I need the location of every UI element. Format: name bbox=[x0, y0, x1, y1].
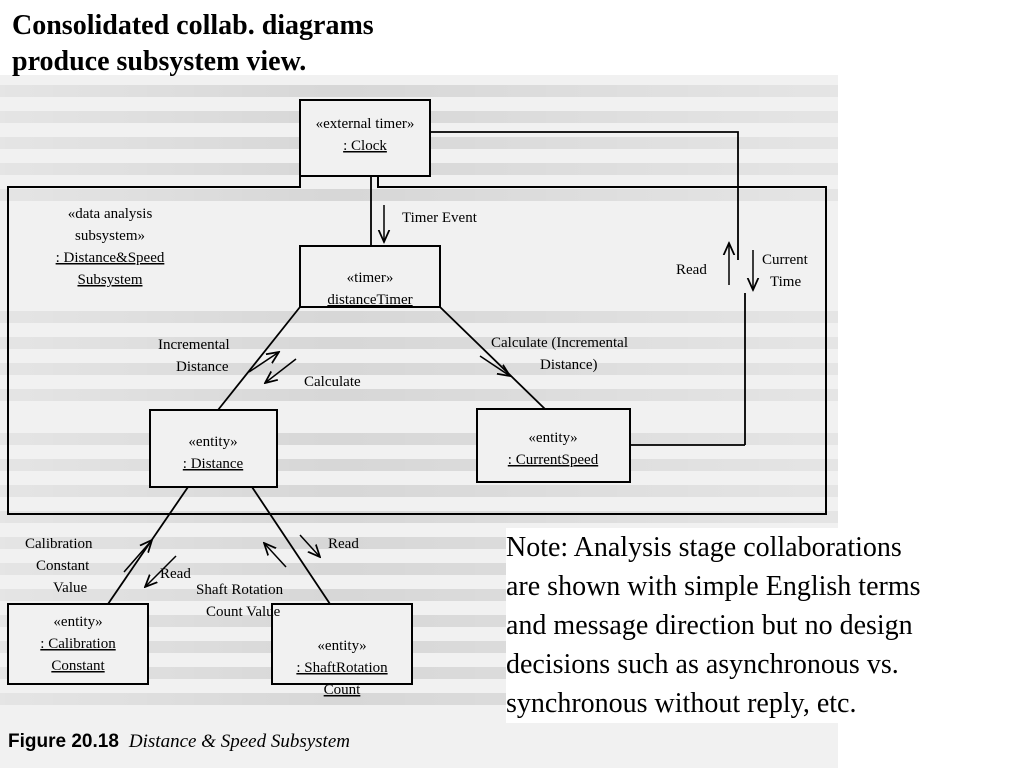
calibration-name-2: Constant bbox=[51, 658, 105, 674]
timer-stereotype: «timer» bbox=[347, 270, 394, 286]
figure-label: Figure 20.18 bbox=[8, 731, 119, 752]
figure-caption: Figure 20.18 Distance & Speed Subsystem bbox=[8, 731, 350, 753]
calibration-stereotype: «entity» bbox=[53, 614, 102, 630]
timer-event-label: Timer Event bbox=[402, 210, 478, 226]
timer-box bbox=[299, 245, 441, 308]
calculate-incremental-label-1: Calculate (Incremental bbox=[491, 335, 628, 351]
subsystem-name-2: Subsystem bbox=[77, 272, 142, 288]
calibration-value-label-3: Value bbox=[53, 580, 87, 596]
note-line-2: are shown with simple English terms bbox=[506, 571, 921, 602]
shaft-count-value-label-2: Count Value bbox=[206, 604, 281, 620]
read-calibration-arrow bbox=[145, 555, 177, 587]
subsystem-boundary bbox=[7, 175, 827, 515]
clock-box bbox=[299, 99, 431, 177]
read-label-3: Read bbox=[328, 536, 359, 552]
calculate-incremental-arrow bbox=[479, 355, 510, 376]
read-shaftcount-arrow bbox=[299, 534, 320, 557]
clock-connector bbox=[430, 131, 739, 260]
currentspeed-stereotype: «entity» bbox=[528, 430, 577, 446]
subsystem-stereotype-2: subsystem» bbox=[75, 228, 145, 244]
note-line-5: synchronous without reply, etc. bbox=[506, 688, 857, 719]
current-time-label-2: Time bbox=[770, 274, 801, 290]
incremental-distance-arrow bbox=[248, 352, 279, 373]
shaftcount-name-1: : ShaftRotation bbox=[296, 660, 388, 676]
title-line-1: Consolidated collab. diagrams bbox=[12, 10, 374, 41]
slide-title: Consolidated collab. diagrams produce su… bbox=[12, 8, 482, 80]
note-line-3: and message direction but no design bbox=[506, 610, 913, 641]
distance-name: : Distance bbox=[183, 456, 244, 472]
note-line-1: Note: Analysis stage collaborations bbox=[506, 532, 902, 563]
read-label-2: Read bbox=[160, 566, 191, 582]
calibration-value-label-2: Constant bbox=[36, 558, 90, 574]
current-time-label-1: Current bbox=[762, 252, 809, 268]
link-timer-currentspeed bbox=[439, 306, 546, 410]
currentspeed-name: : CurrentSpeed bbox=[508, 452, 599, 468]
shaftcount-stereotype: «entity» bbox=[317, 638, 366, 654]
note-line-4: decisions such as asynchronous vs. bbox=[506, 649, 899, 680]
calibration-value-label-1: Calibration bbox=[25, 536, 93, 552]
link-distance-shaftcount bbox=[251, 486, 331, 605]
subsystem-name-1: : Distance&Speed bbox=[56, 250, 165, 266]
calculate-incremental-label-2: Distance) bbox=[540, 357, 597, 373]
title-line-2: produce subsystem view. bbox=[12, 46, 307, 77]
distance-stereotype: «entity» bbox=[188, 434, 237, 450]
shaft-rotation-count-box bbox=[271, 603, 413, 685]
subsystem-stereotype-1: «data analysis bbox=[68, 206, 153, 222]
calculate-arrow bbox=[265, 358, 297, 383]
shaftcount-name-2: Count bbox=[324, 682, 362, 698]
timer-name: distanceTimer bbox=[327, 292, 412, 308]
incremental-distance-label-1: Incremental bbox=[158, 337, 230, 353]
read-label-1: Read bbox=[676, 262, 707, 278]
calibration-name-1: : Calibration bbox=[40, 636, 116, 652]
calculate-label: Calculate bbox=[304, 374, 361, 390]
analysis-note: Note: Analysis stage collaborations are … bbox=[506, 528, 1018, 723]
link-timer-distance bbox=[217, 306, 301, 411]
clock-stereotype: «external timer» bbox=[316, 116, 415, 132]
figure-caption-text: Distance & Speed Subsystem bbox=[128, 731, 350, 752]
shaft-count-value-arrow bbox=[264, 543, 287, 568]
incremental-distance-label-2: Distance bbox=[176, 359, 229, 375]
shaft-count-value-label-1: Shaft Rotation bbox=[196, 582, 284, 598]
clock-name: : Clock bbox=[343, 138, 387, 154]
distance-box bbox=[149, 409, 278, 488]
calibration-value-arrow bbox=[123, 540, 152, 573]
currentspeed-box bbox=[476, 408, 631, 483]
calibration-constant-box bbox=[7, 603, 149, 685]
